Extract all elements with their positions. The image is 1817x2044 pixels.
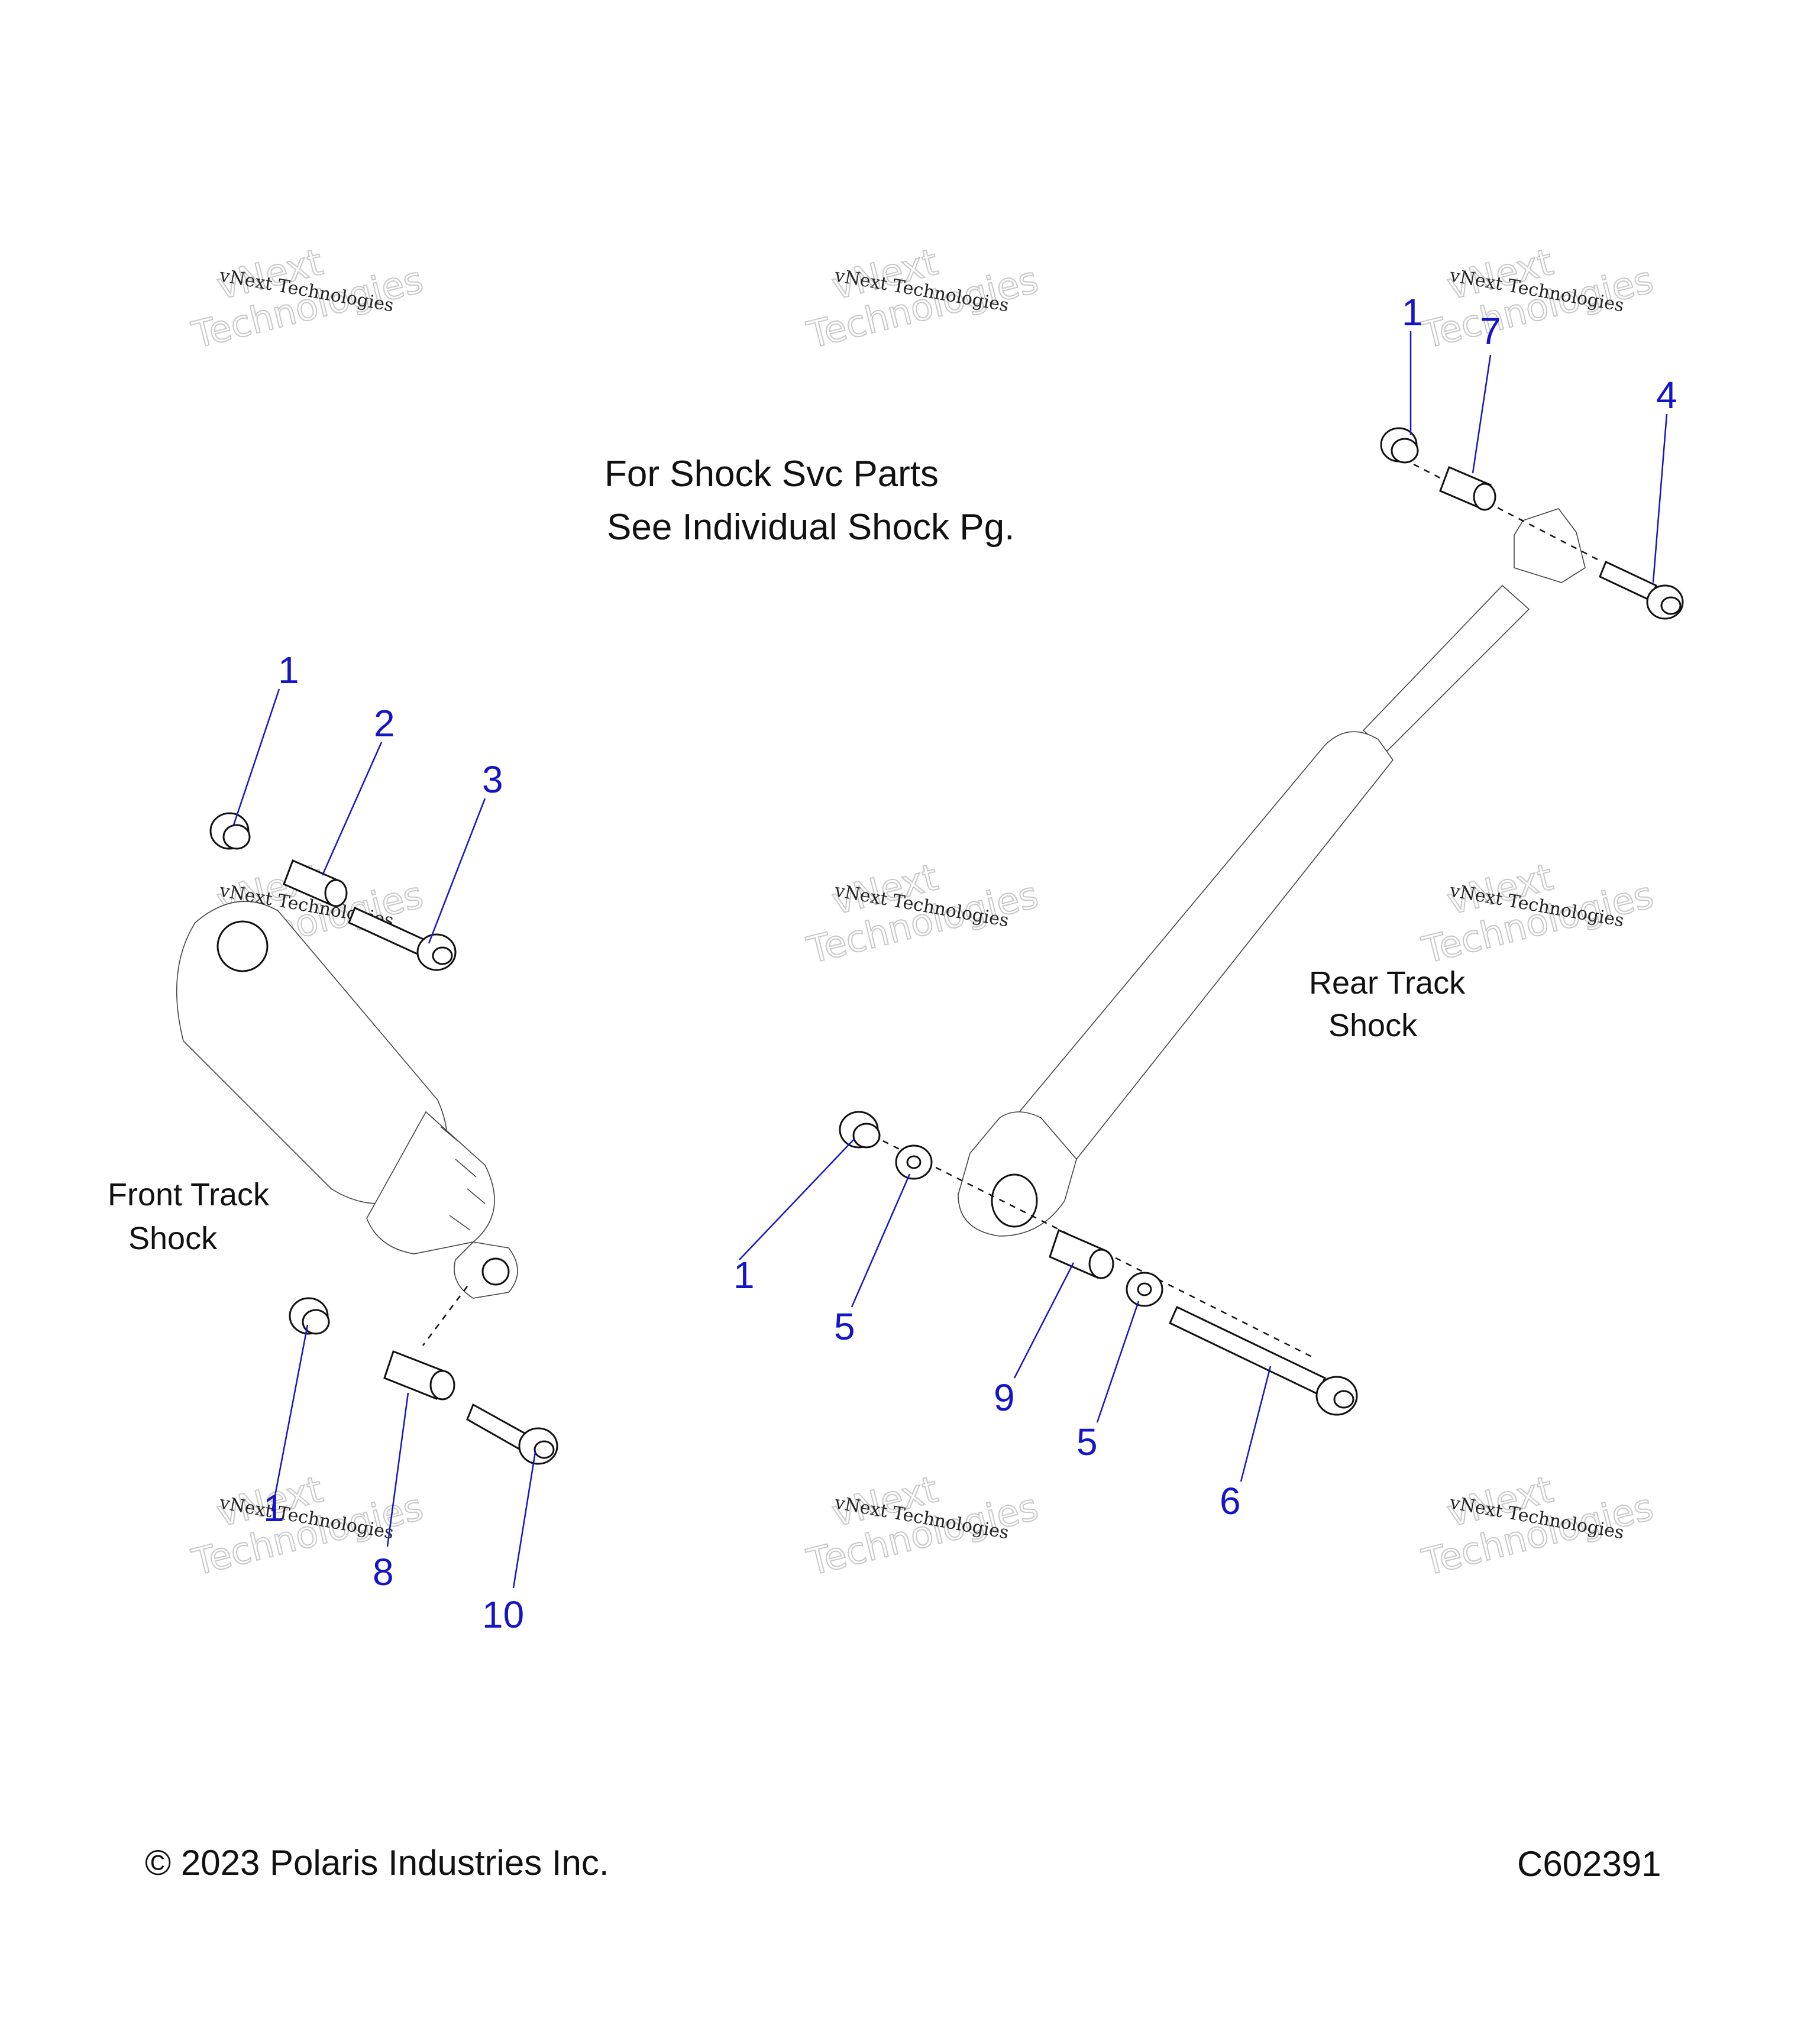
- callout-1-front-top: 1: [278, 649, 299, 691]
- callout-5-rear-bottom-b: 5: [1076, 1421, 1098, 1463]
- rear-shock-label-line2: Shock: [1328, 1008, 1418, 1043]
- callout-8: 8: [373, 1551, 394, 1593]
- diagram-code: C602391: [1517, 1844, 1661, 1884]
- callout-10: 10: [482, 1593, 524, 1636]
- front-shock-label-line2: Shock: [128, 1221, 218, 1256]
- spacer-part: [383, 1350, 455, 1401]
- spacer-part: [283, 859, 348, 907]
- bushing-part: [209, 812, 251, 850]
- callout-4: 4: [1656, 374, 1677, 416]
- callout-1-front-bottom: 1: [263, 1487, 284, 1529]
- front-shock-upper-eye-hole: [216, 920, 269, 972]
- rear-shock-upper-eye: [1514, 508, 1586, 583]
- callout-7: 7: [1480, 310, 1501, 352]
- bolt-part: [1599, 560, 1684, 620]
- rear-shock-label-line1: Rear Track: [1309, 965, 1466, 1001]
- bolt-part: [1169, 1305, 1358, 1416]
- bushing-part: [839, 1111, 881, 1149]
- bolt-part: [348, 906, 457, 971]
- rear-upper-axis: [1413, 463, 1601, 562]
- washer-part: [1126, 1272, 1163, 1307]
- callout-1-rear-bottom: 1: [733, 1254, 755, 1296]
- leader-lines: [232, 331, 1668, 1589]
- callout-5-rear-bottom-a: 5: [834, 1305, 855, 1348]
- service-note-line2: See Individual Shock Pg.: [607, 507, 1014, 548]
- service-note-line1: For Shock Svc Parts: [604, 454, 939, 494]
- bolt-part: [466, 1403, 558, 1465]
- copyright-text: © 2023 Polaris Industries Inc.: [145, 1843, 609, 1883]
- washer-part: [895, 1144, 933, 1180]
- front-shock-coil-marks: [440, 1126, 486, 1231]
- spacer-part: [1049, 1228, 1114, 1279]
- rear-shock-rod: [1362, 584, 1530, 752]
- front-shock-lower-eye-hole: [481, 1257, 510, 1286]
- front-shock-label-line1: Front Track: [108, 1177, 270, 1212]
- rear-shock-lower-eye-hole: [991, 1173, 1038, 1228]
- callout-3: 3: [482, 758, 503, 801]
- callout-6: 6: [1220, 1480, 1241, 1522]
- rear-track-shock: [958, 508, 1586, 1237]
- front-track-shock: [176, 901, 518, 1299]
- callout-9: 9: [994, 1376, 1015, 1419]
- callout-2: 2: [374, 702, 395, 745]
- rear-shock-body: [998, 731, 1394, 1179]
- callout-1-rear-top: 1: [1402, 291, 1423, 334]
- bushing-part: [1380, 427, 1419, 464]
- bushing-part: [289, 1297, 330, 1335]
- front-lower-axis: [422, 1286, 468, 1346]
- spacer-part: [1439, 466, 1496, 511]
